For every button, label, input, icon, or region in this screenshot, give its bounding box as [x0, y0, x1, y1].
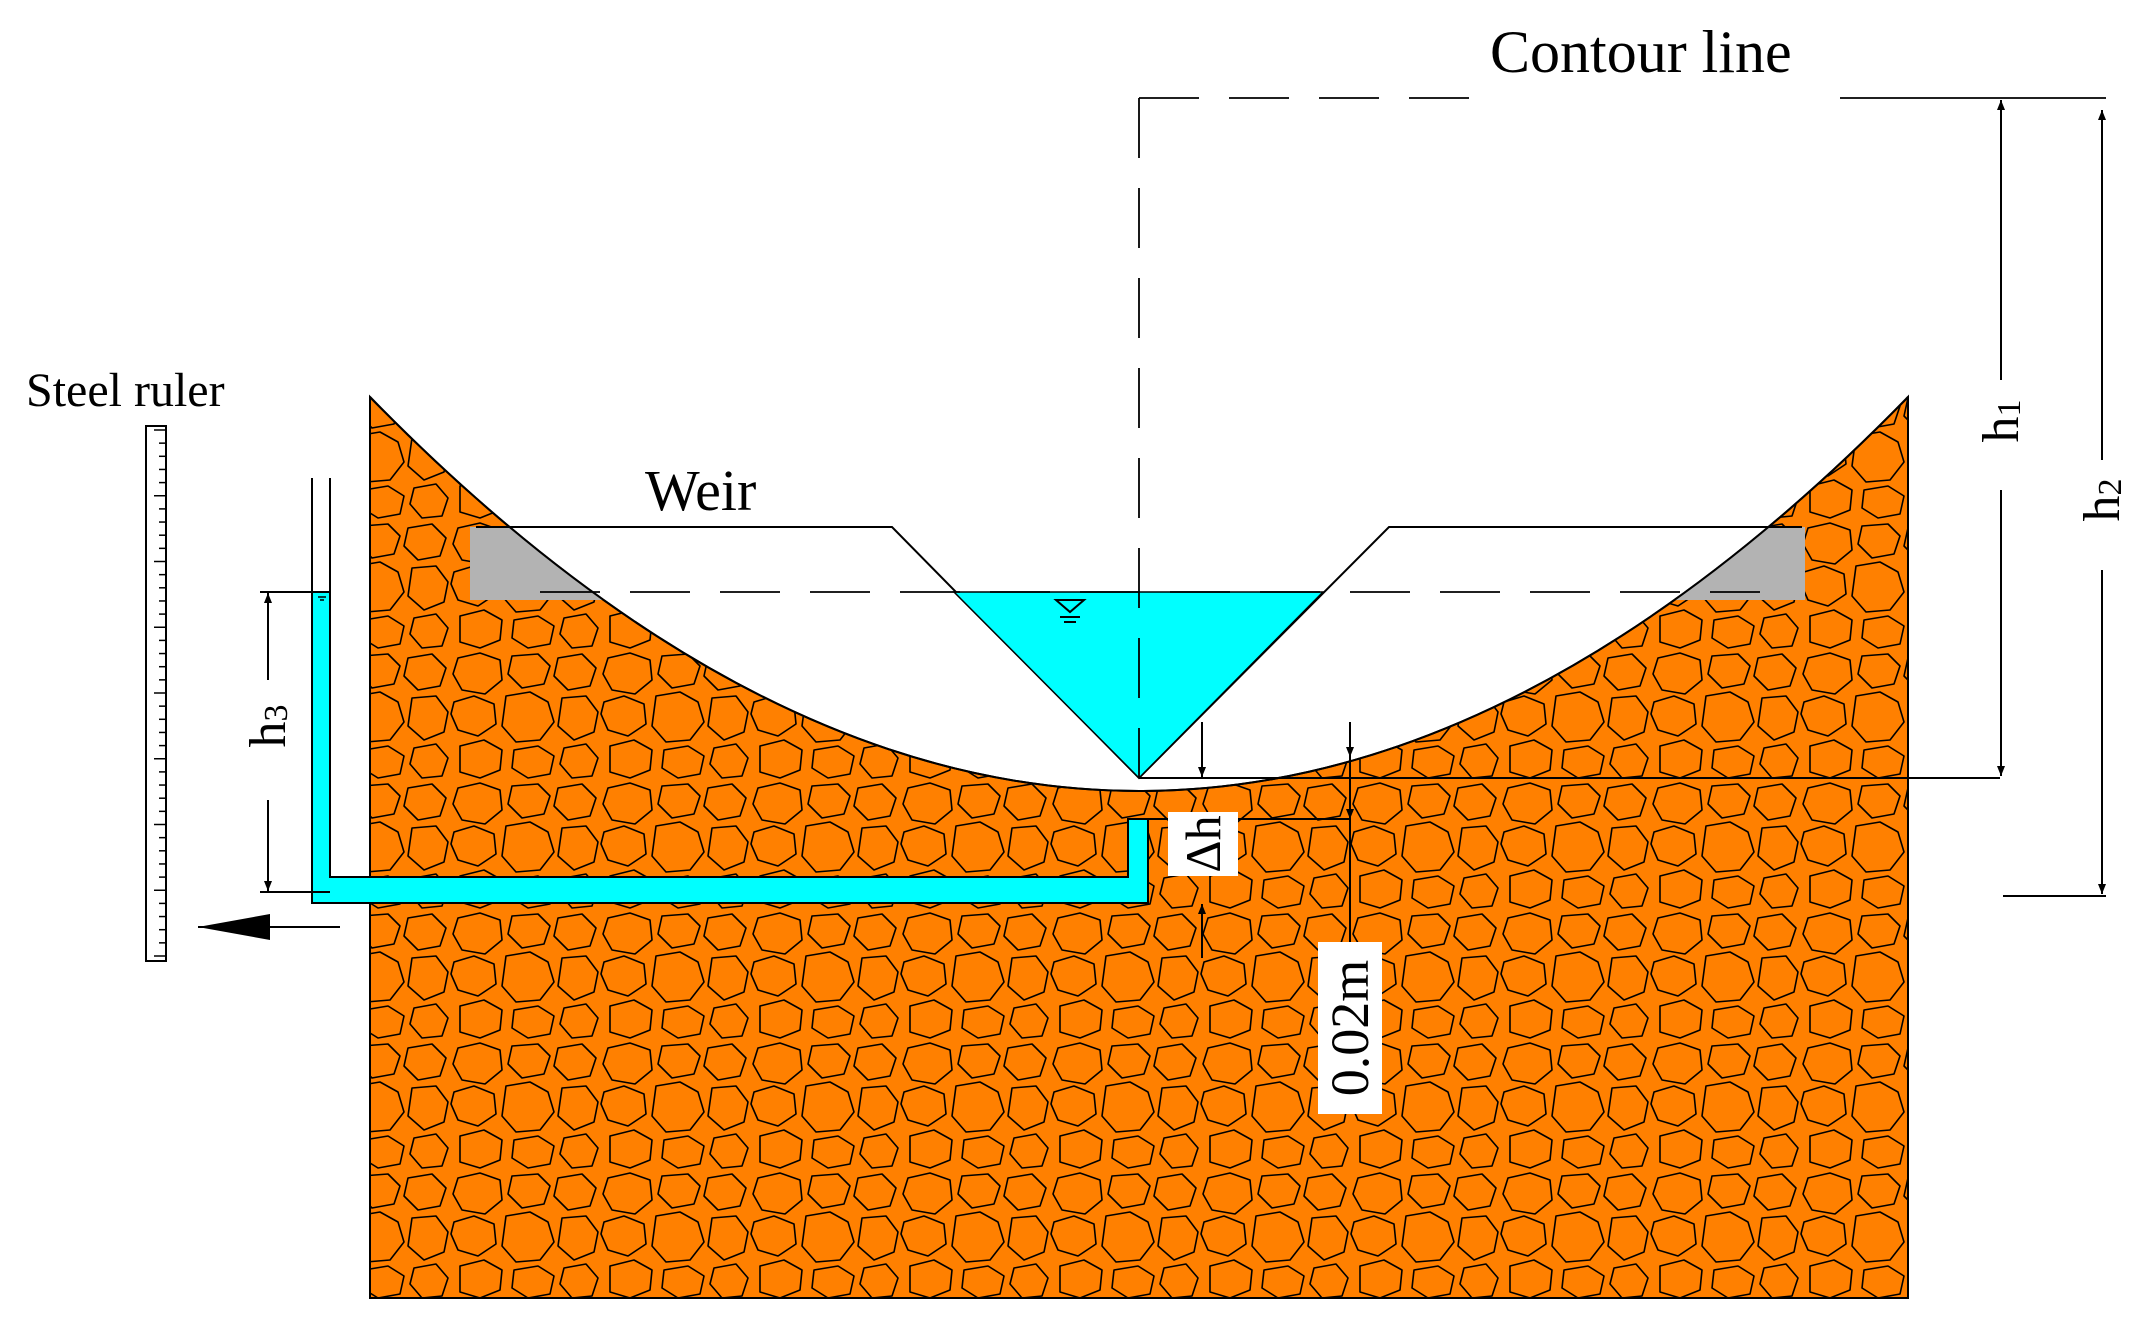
h1-dimension [1139, 100, 2005, 779]
weir-label: Weir [645, 458, 756, 523]
h3-label-bg [238, 682, 298, 798]
soil-curve [369, 396, 1909, 792]
h2-dimension [2003, 110, 2106, 897]
steel-ruler-label: Steel ruler [26, 364, 225, 417]
offset-label-bg [1318, 942, 1382, 1114]
piezometer-open-tube [311, 478, 331, 592]
offset-label: 0.02m [1320, 960, 1380, 1097]
h3-dimension [260, 591, 330, 893]
piezometer-water-surface-icon [318, 596, 326, 601]
h2-label: h2 [2074, 479, 2131, 522]
contour-line-label: Contour line [1490, 19, 1792, 85]
delta-h-label-bg [1168, 812, 1238, 876]
h1-label-bg [1972, 382, 2030, 488]
h1-label: h1 [1973, 400, 2030, 443]
outflow-arrow-head [198, 914, 270, 940]
steel-ruler-ticks [154, 429, 166, 957]
h3-label: h3 [240, 705, 297, 748]
h2-label-bg [2073, 460, 2131, 568]
piezometer-tube [311, 591, 1149, 904]
delta-h-label: Δh [1175, 815, 1231, 872]
water-surface-icon [1053, 599, 1087, 623]
